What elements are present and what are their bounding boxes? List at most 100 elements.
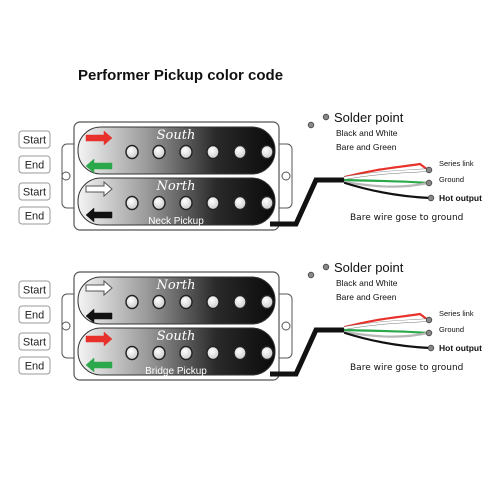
solder-point-icon: [425, 166, 433, 174]
pole-piece-icon: [206, 195, 220, 211]
wire: [343, 328, 430, 335]
series-link-label: Series link: [439, 159, 474, 168]
solder-point-icon: [425, 329, 433, 337]
pole-piece-icon: [206, 345, 220, 361]
wire: [343, 178, 430, 185]
wire: [343, 331, 432, 350]
wire: [343, 180, 430, 188]
label-text: End: [25, 211, 45, 223]
ground-note: Bare wire gose to ground: [350, 363, 463, 373]
pole-piece-icon: [152, 195, 166, 211]
hot-output-label: Hot output: [439, 193, 482, 203]
pole-piece-icon: [152, 345, 166, 361]
label-box-start: [18, 130, 51, 149]
label-text: End: [25, 310, 45, 322]
pole-piece-icon: [206, 294, 220, 310]
arrow-right-icon: [85, 279, 113, 297]
label-box-start: [18, 332, 51, 351]
wire: [343, 312, 430, 329]
solder-point-icon: [425, 316, 433, 324]
pole-piece-icon: [233, 195, 247, 211]
label-box-start: [18, 280, 51, 299]
page-title: Performer Pickup color code: [78, 67, 283, 84]
pickup-name: Bridge Pickup: [145, 366, 207, 377]
pole-piece-icon: [260, 294, 274, 310]
label-box-end: [18, 356, 51, 375]
pole-piece-icon: [152, 144, 166, 160]
solder-point-legend-icon: [322, 263, 330, 271]
pole-piece-icon: [233, 345, 247, 361]
pole-piece-icon: [233, 144, 247, 160]
coil-polarity-label: North: [155, 278, 195, 293]
label-box-end: [18, 206, 51, 225]
mounting-screw-icon: [281, 171, 291, 181]
solder-point-icon: [425, 179, 433, 187]
pickup-cable: [270, 177, 345, 227]
solder-pair-2: Bare and Green: [336, 292, 397, 302]
solder-point-icon: [427, 194, 435, 202]
label-text: Start: [23, 285, 46, 297]
ground-label: Ground: [439, 325, 464, 334]
pole-piece-icon: [260, 144, 274, 160]
wire: [343, 318, 430, 330]
coil-polarity-label: South: [157, 128, 196, 143]
pole-piece-icon: [206, 144, 220, 160]
arrow-right-icon: [85, 180, 113, 198]
solder-point-icon: [427, 344, 435, 352]
pickup-cable: [270, 327, 345, 377]
pole-piece-icon: [179, 294, 193, 310]
pole-piece-icon: [125, 144, 139, 160]
coil-polarity-label: North: [155, 179, 195, 194]
pole-piece-icon: [179, 195, 193, 211]
pickup-name: Neck Pickup: [148, 216, 204, 227]
solder-pair-1: Black and White: [336, 128, 398, 138]
arrow-left-icon: [85, 357, 113, 373]
ground-label: Ground: [439, 175, 464, 184]
mounting-screw-icon: [281, 321, 291, 331]
pole-piece-icon: [125, 294, 139, 310]
pole-piece-icon: [260, 195, 274, 211]
hot-output-label: Hot output: [439, 343, 482, 353]
coil-bobbin: [77, 276, 276, 325]
arrow-left-icon: [85, 308, 113, 324]
wire: [343, 330, 430, 338]
pole-piece-icon: [179, 345, 193, 361]
arrow-right-icon: [85, 130, 113, 146]
label-text: Start: [23, 135, 46, 147]
series-link-label: Series link: [439, 309, 474, 318]
mounting-screw-icon: [61, 171, 71, 181]
solder-point-legend-icon: [307, 121, 315, 129]
coil-bobbin: [77, 327, 276, 376]
pole-piece-icon: [260, 345, 274, 361]
pole-piece-icon: [125, 195, 139, 211]
solder-pair-1: Black and White: [336, 278, 398, 288]
label-text: End: [25, 361, 45, 373]
pole-piece-icon: [125, 345, 139, 361]
solder-pair-2: Bare and Green: [336, 142, 397, 152]
arrow-right-icon: [85, 331, 113, 347]
wire: [343, 162, 430, 179]
coil-bobbin: [77, 126, 276, 175]
wire: [343, 168, 430, 180]
label-box-end: [18, 155, 51, 174]
coil-bobbin: [77, 177, 276, 226]
label-text: Start: [23, 187, 46, 199]
coil-polarity-label: South: [157, 329, 196, 344]
label-box-start: [18, 182, 51, 201]
mounting-screw-icon: [61, 321, 71, 331]
solder-point-heading: Solder point: [334, 110, 404, 125]
label-box-end: [18, 305, 51, 324]
label-text: Start: [23, 337, 46, 349]
ground-note: Bare wire gose to ground: [350, 213, 463, 223]
arrow-left-icon: [85, 207, 113, 223]
pole-piece-icon: [152, 294, 166, 310]
solder-point-legend-icon: [307, 271, 315, 279]
pole-piece-icon: [179, 144, 193, 160]
label-text: End: [25, 160, 45, 172]
wire: [343, 181, 432, 200]
pole-piece-icon: [233, 294, 247, 310]
arrow-left-icon: [85, 158, 113, 174]
